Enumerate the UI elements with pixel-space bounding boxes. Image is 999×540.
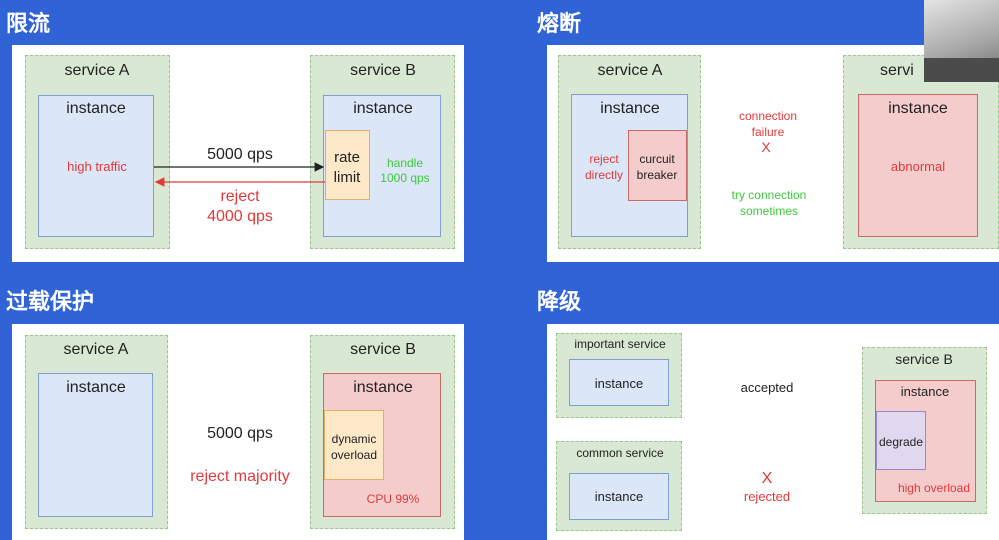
rejected-x-mark: X xyxy=(761,470,773,487)
common-instance-label: instance xyxy=(594,489,644,504)
dynamic-overload-line2: overload xyxy=(330,448,378,462)
important-service-label: important service xyxy=(574,337,666,351)
heading-overload-protection: 过载保护 xyxy=(6,290,95,315)
connection-failure-x-mark: X xyxy=(761,139,771,155)
overload-instance-a xyxy=(38,373,153,517)
cpu-usage-label: CPU 99% xyxy=(366,492,420,506)
circuit-service-a-label: service A xyxy=(597,62,663,79)
degrade-box xyxy=(876,411,926,470)
service-b-label: service B xyxy=(350,62,416,79)
dynamic-overload-box xyxy=(324,410,384,480)
instance-a xyxy=(38,95,154,237)
instance-a-label: instance xyxy=(66,100,126,117)
heading-degrade: 降级 xyxy=(537,290,582,315)
common-service-label: common service xyxy=(576,446,664,460)
circuit-service-b-label: servi xyxy=(880,62,914,79)
heading-rate-limit: 限流 xyxy=(6,12,51,37)
handle-label-line2: 1000 qps xyxy=(380,171,430,185)
rejected-label: rejected xyxy=(743,489,791,504)
rate-limiter xyxy=(325,130,370,200)
service-a-label: service A xyxy=(64,62,130,79)
accepted-label: accepted xyxy=(740,380,794,395)
overload-instance-a-label: instance xyxy=(66,379,126,396)
reject-directly-line2: directly xyxy=(584,168,624,182)
video-overlay-photo xyxy=(924,0,999,82)
high-overload-label: high overload xyxy=(897,481,971,495)
circuit-instance-a-label: instance xyxy=(600,100,660,117)
overload-service-b-label: service B xyxy=(350,341,416,358)
reject-label-line1: reject xyxy=(220,188,260,205)
circuit-instance-b-label: instance xyxy=(888,100,948,117)
request-label: 5000 qps xyxy=(207,146,273,163)
overload-instance-b-label: instance xyxy=(353,379,413,396)
circuit-breaker-label-line2: breaker xyxy=(636,168,678,182)
circuit-breaker-label-line1: curcuit xyxy=(639,152,675,166)
dynamic-overload-line1: dynamic xyxy=(331,432,377,446)
connection-failure-line2: failure xyxy=(751,125,785,139)
degrade-box-label: degrade xyxy=(878,435,924,449)
overload-request-label: 5000 qps xyxy=(207,425,273,442)
circuit-instance-b xyxy=(858,94,978,237)
high-traffic-label: high traffic xyxy=(67,159,127,174)
degrade-service-b-label: service B xyxy=(895,351,953,367)
reject-label-line2: 4000 qps xyxy=(207,208,273,225)
heading-circuit-breaker: 熔断 xyxy=(537,12,582,37)
common-instance xyxy=(569,473,669,520)
reject-majority-label: reject majority xyxy=(190,468,290,485)
rate-limiter-label-line2: limit xyxy=(333,169,361,186)
important-instance-label: instance xyxy=(594,376,644,391)
reject-directly-line1: reject xyxy=(589,152,619,166)
important-instance xyxy=(569,359,669,406)
try-connection-line2: sometimes xyxy=(739,204,799,218)
instance-b-label: instance xyxy=(353,100,413,117)
try-connection-line1: try connection xyxy=(731,188,807,202)
circuit-breaker-box xyxy=(628,130,687,201)
connection-failure-line1: connection xyxy=(738,109,798,123)
handle-label-line1: handle xyxy=(386,156,424,170)
overload-service-a-label: service A xyxy=(63,341,129,358)
abnormal-label: abnormal xyxy=(890,159,946,174)
degrade-instance-b-label: instance xyxy=(900,384,950,399)
rate-limiter-label-line1: rate xyxy=(334,149,360,166)
